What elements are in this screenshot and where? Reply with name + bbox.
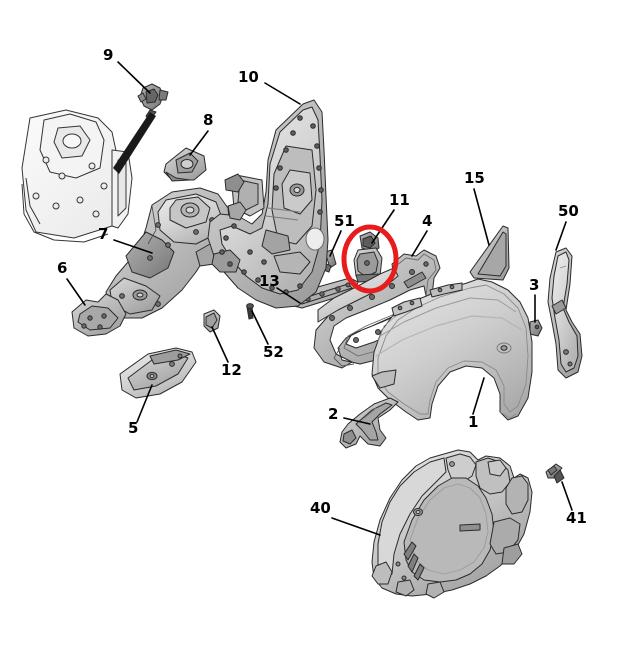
callout-label-51[interactable]: 51 [334,212,355,230]
callout-label-2[interactable]: 2 [328,405,339,423]
leader-6 [66,278,86,306]
leader-5 [136,384,153,423]
leader-9 [117,61,151,94]
part-3-clip-fastener [529,319,543,337]
part-41-liner-clip [545,463,565,484]
leader-7 [113,239,153,254]
leader-40 [331,517,381,536]
part-10-inner-wing-panel [207,99,329,309]
leader-11 [371,209,395,244]
leader-8 [189,130,209,156]
callout-label-4[interactable]: 4 [422,212,433,230]
part-11-wing-mounting-bracket [353,231,383,283]
leader-13 [276,287,301,304]
leader-10 [264,82,301,105]
part-6-closing-plate [71,293,127,337]
callout-label-7[interactable]: 7 [98,225,109,243]
part-12-bracket-clip [203,309,221,333]
callout-label-6[interactable]: 6 [57,259,68,277]
callout-label-11[interactable]: 11 [389,191,410,209]
callout-label-5[interactable]: 5 [128,419,139,437]
leader-12 [211,326,229,363]
callout-label-15[interactable]: 15 [464,169,485,187]
part-50-sill-reinforcement [547,247,583,379]
part-52-stud-pin [246,303,254,320]
callout-label-40[interactable]: 40 [310,499,331,517]
part-shock-tower-reference [21,109,133,243]
callout-label-8[interactable]: 8 [203,111,214,129]
leader-1 [472,377,485,415]
callout-label-9[interactable]: 9 [103,46,114,64]
highlight-ellipse-part-11 [341,224,399,294]
part-13-reinforcement-rail [291,277,359,309]
leader-51 [329,230,342,257]
leader-2 [343,417,371,425]
part-8-reinforcement-plate [163,147,207,182]
leader-15 [473,188,490,246]
part-40-wheel-arch-liner [371,449,533,599]
leader-4 [411,230,428,257]
callout-label-52[interactable]: 52 [263,343,284,361]
part-15-corner-trim-panel [469,225,510,281]
callout-label-3[interactable]: 3 [529,276,540,294]
callout-label-13[interactable]: 13 [259,272,280,290]
leader-50 [555,221,567,251]
part-7-suspension-turret [105,187,231,319]
leader-41 [561,481,573,511]
part-5-side-member-cover [119,347,197,399]
leader-lines [66,61,573,536]
callout-label-12[interactable]: 12 [221,361,242,379]
leader-52 [251,310,269,345]
callout-label-10[interactable]: 10 [238,68,259,86]
callout-label-41[interactable]: 41 [566,509,587,527]
callout-label-1[interactable]: 1 [468,413,479,431]
part-9-alignment-pin [113,112,156,174]
callout-label-50[interactable]: 50 [558,202,579,220]
part-1-front-wing-fender [371,278,533,421]
